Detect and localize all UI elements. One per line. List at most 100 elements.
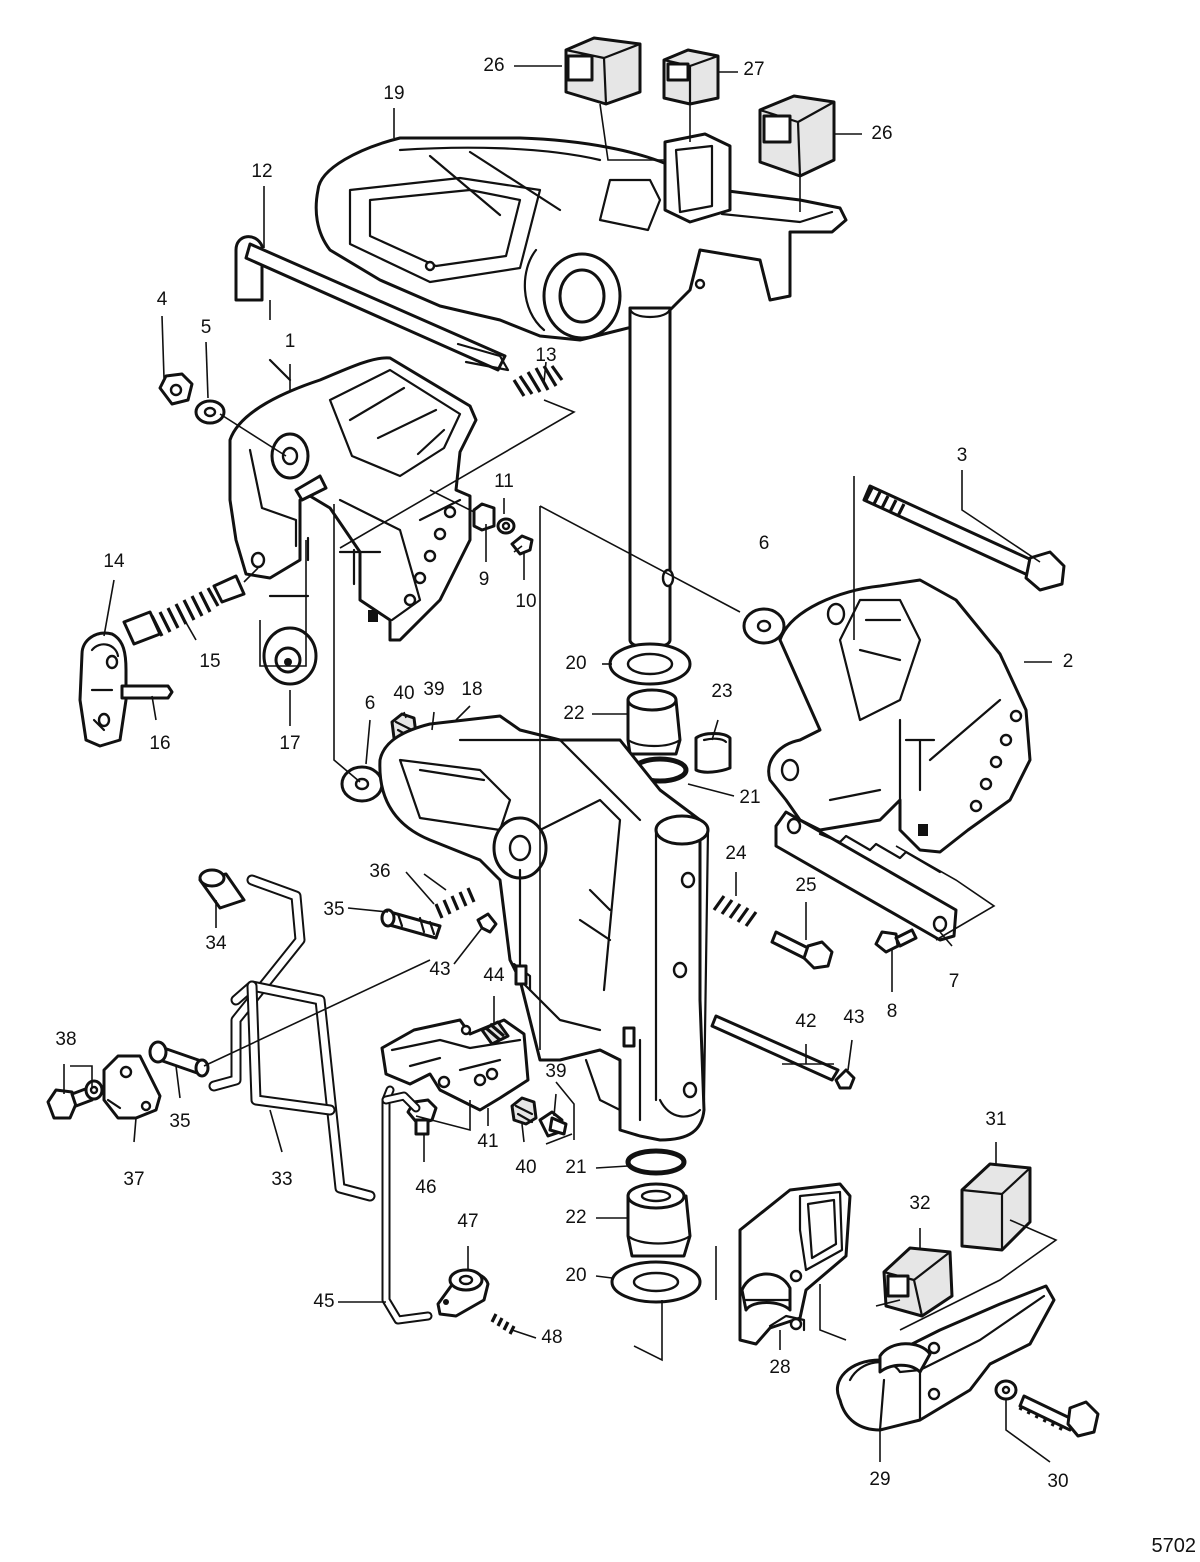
callout-22-upper: 22 bbox=[563, 703, 584, 724]
screw-10 bbox=[510, 534, 534, 556]
callout-2: 2 bbox=[1063, 651, 1074, 672]
washer-5 bbox=[194, 399, 226, 425]
spring-24 bbox=[712, 895, 758, 927]
washer-38 bbox=[84, 1079, 104, 1101]
callout-39-upper: 39 bbox=[423, 679, 444, 700]
callout-labels bbox=[63, 65, 1052, 1462]
callout-19: 19 bbox=[383, 83, 404, 104]
callout-numbers: 26 27 26 19 12 4 5 1 13 11 9 10 3 6 2 14… bbox=[55, 55, 1196, 1557]
callout-10: 10 bbox=[515, 591, 536, 612]
steering-tube bbox=[628, 306, 675, 649]
plate-37 bbox=[102, 1054, 162, 1120]
callout-45: 45 bbox=[313, 1291, 334, 1312]
callout-14: 14 bbox=[103, 551, 125, 572]
bushing-22-upper bbox=[626, 688, 682, 756]
clamp-screw-15 bbox=[122, 574, 246, 646]
callout-17: 17 bbox=[279, 733, 300, 754]
clip-43-right bbox=[834, 1068, 856, 1090]
assembly-lines bbox=[70, 103, 1058, 1463]
rubber-mount-block-26-left bbox=[564, 36, 642, 106]
callout-41: 41 bbox=[477, 1131, 498, 1152]
callout-22-lower: 22 bbox=[565, 1207, 586, 1228]
callout-26-right: 26 bbox=[871, 123, 892, 144]
callout-39-lower: 39 bbox=[545, 1061, 566, 1082]
callout-12: 12 bbox=[251, 161, 272, 182]
bolt-30 bbox=[1018, 1394, 1100, 1438]
washer-6-right bbox=[742, 607, 786, 645]
callout-40-upper: 40 bbox=[393, 683, 414, 704]
callout-46: 46 bbox=[415, 1177, 436, 1198]
callout-27: 27 bbox=[743, 59, 764, 80]
shaft-42 bbox=[710, 1014, 840, 1082]
callout-21-lower: 21 bbox=[565, 1157, 586, 1178]
tilt-lock-lever-33 bbox=[208, 874, 376, 1202]
clamp-pad-17 bbox=[262, 626, 318, 686]
lower-mount-cover-29 bbox=[836, 1284, 1056, 1432]
callout-42: 42 bbox=[795, 1011, 816, 1032]
callout-43-upper: 43 bbox=[429, 959, 450, 980]
bushing-22-lower bbox=[626, 1182, 692, 1258]
callout-18: 18 bbox=[461, 679, 482, 700]
callout-20-upper: 20 bbox=[565, 653, 586, 674]
clamp-lever-14 bbox=[78, 631, 128, 748]
stern-bracket-1 bbox=[228, 356, 478, 642]
figure-number: 5702 bbox=[1152, 1535, 1197, 1557]
rod-12 bbox=[234, 235, 510, 372]
callout-29: 29 bbox=[869, 1469, 890, 1490]
callout-44: 44 bbox=[483, 965, 505, 986]
callout-6-left: 6 bbox=[365, 693, 376, 714]
callout-23: 23 bbox=[711, 681, 732, 702]
rubber-mount-block-27 bbox=[662, 48, 720, 106]
pin-35-lower bbox=[148, 1040, 210, 1078]
callout-32: 32 bbox=[909, 1193, 930, 1214]
nut-4 bbox=[158, 372, 194, 406]
handle-grip-34 bbox=[198, 868, 246, 910]
callout-37: 37 bbox=[123, 1169, 144, 1190]
clip-43-upper bbox=[476, 912, 498, 934]
swivel-bracket-18 bbox=[378, 714, 710, 1142]
pin-16 bbox=[120, 684, 174, 700]
spring-36 bbox=[434, 887, 476, 919]
link-rod-45 bbox=[381, 1085, 433, 1325]
callout-24: 24 bbox=[725, 843, 747, 864]
thrust-washer-20-lower bbox=[610, 1260, 702, 1304]
nut-9 bbox=[472, 502, 496, 532]
washer-30 bbox=[994, 1379, 1018, 1401]
callout-30: 30 bbox=[1047, 1471, 1068, 1492]
bushing-liner-23 bbox=[694, 732, 732, 774]
rubber-mount-block-31 bbox=[960, 1162, 1032, 1252]
lower-mount-bracket-28 bbox=[738, 1182, 852, 1346]
o-ring-21-lower bbox=[625, 1148, 687, 1176]
washer-11 bbox=[496, 517, 516, 535]
callout-16: 16 bbox=[149, 733, 170, 754]
callout-21-upper: 21 bbox=[739, 787, 760, 808]
plate-7 bbox=[774, 810, 958, 942]
callout-40-lower: 40 bbox=[515, 1157, 536, 1178]
callout-8: 8 bbox=[887, 1001, 898, 1022]
callout-6-right: 6 bbox=[759, 533, 770, 554]
callout-35-upper: 35 bbox=[323, 899, 344, 920]
collar-47 bbox=[436, 1268, 490, 1318]
callout-35-lower: 35 bbox=[169, 1111, 190, 1132]
callout-7: 7 bbox=[949, 971, 960, 992]
bolt-3 bbox=[862, 484, 1066, 592]
swivel-bracket-19 bbox=[314, 132, 848, 342]
callout-15: 15 bbox=[199, 651, 220, 672]
callout-43-right: 43 bbox=[843, 1007, 864, 1028]
callout-26-left: 26 bbox=[483, 55, 504, 76]
bolt-25 bbox=[770, 930, 834, 970]
callout-5: 5 bbox=[201, 317, 212, 338]
callout-11: 11 bbox=[494, 471, 514, 492]
callout-28: 28 bbox=[769, 1357, 790, 1378]
callout-20-lower: 20 bbox=[565, 1265, 586, 1286]
callout-3: 3 bbox=[957, 445, 968, 466]
set-screw-48 bbox=[490, 1313, 516, 1335]
grease-fitting-39-lower bbox=[538, 1110, 568, 1138]
callout-36: 36 bbox=[369, 861, 390, 882]
callout-9: 9 bbox=[479, 569, 490, 590]
callout-48: 48 bbox=[541, 1327, 562, 1348]
spring-13 bbox=[512, 365, 564, 397]
callout-33: 33 bbox=[271, 1169, 292, 1190]
rubber-mount-block-26-right bbox=[758, 94, 836, 178]
